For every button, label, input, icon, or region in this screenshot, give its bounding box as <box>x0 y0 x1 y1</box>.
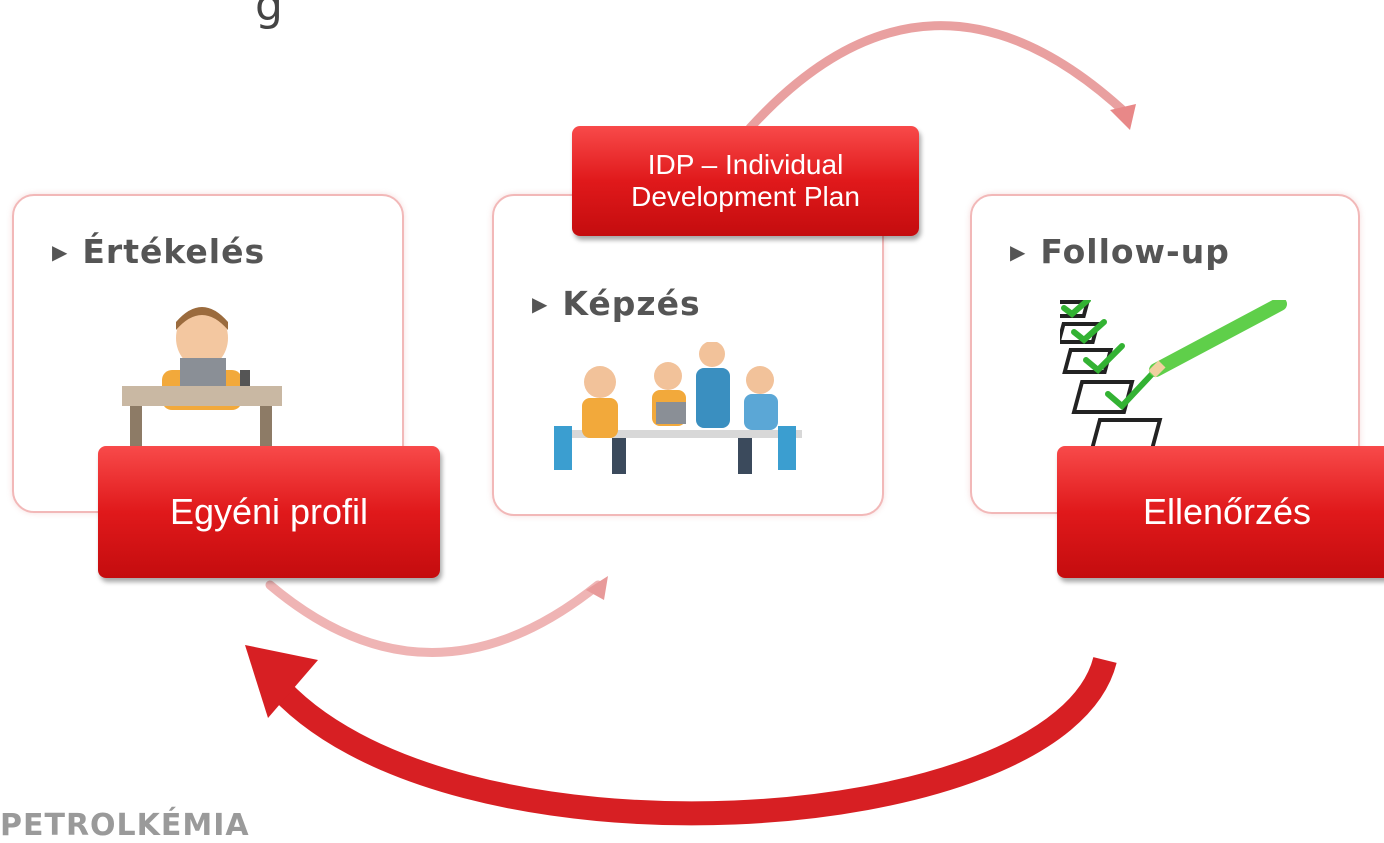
step-title-follow-up: ▶Follow-up <box>1010 232 1230 271</box>
label-box-idp: IDP – Individual Development Plan <box>572 126 919 236</box>
cycle-arrows <box>245 21 1136 826</box>
label-box-ellenorzes: Ellenőrzés <box>1057 446 1384 578</box>
checklist-illustration <box>1060 300 1287 448</box>
step-title-ertekeles: ▶Értékelés <box>52 232 266 271</box>
arrow-return <box>262 656 1117 826</box>
label-box-egyeni-profil: Egyéni profil <box>98 446 440 578</box>
bullet-icon: ▶ <box>532 292 549 316</box>
label-idp: IDP – Individual Development Plan <box>631 149 860 212</box>
step-title-kepzes: ▶Képzés <box>532 284 701 323</box>
person-at-laptop-illustration <box>122 307 282 450</box>
arrow-bottom-small-head <box>586 576 608 600</box>
bullet-icon: ▶ <box>1010 240 1027 264</box>
arrow-return-head <box>245 645 318 718</box>
arrow-top-head <box>1110 104 1136 130</box>
team-training-illustration <box>554 342 802 474</box>
arrow-top <box>745 21 1133 133</box>
bullet-icon: ▶ <box>52 240 69 264</box>
label-ellenorzes: Ellenőrzés <box>1142 491 1312 532</box>
label-egyeni-profil: Egyéni profil <box>169 491 369 532</box>
arrow-bottom-small <box>265 580 603 657</box>
card-kepzes: ▶Képzés <box>492 194 884 516</box>
page-title-fragment: g <box>255 0 283 31</box>
